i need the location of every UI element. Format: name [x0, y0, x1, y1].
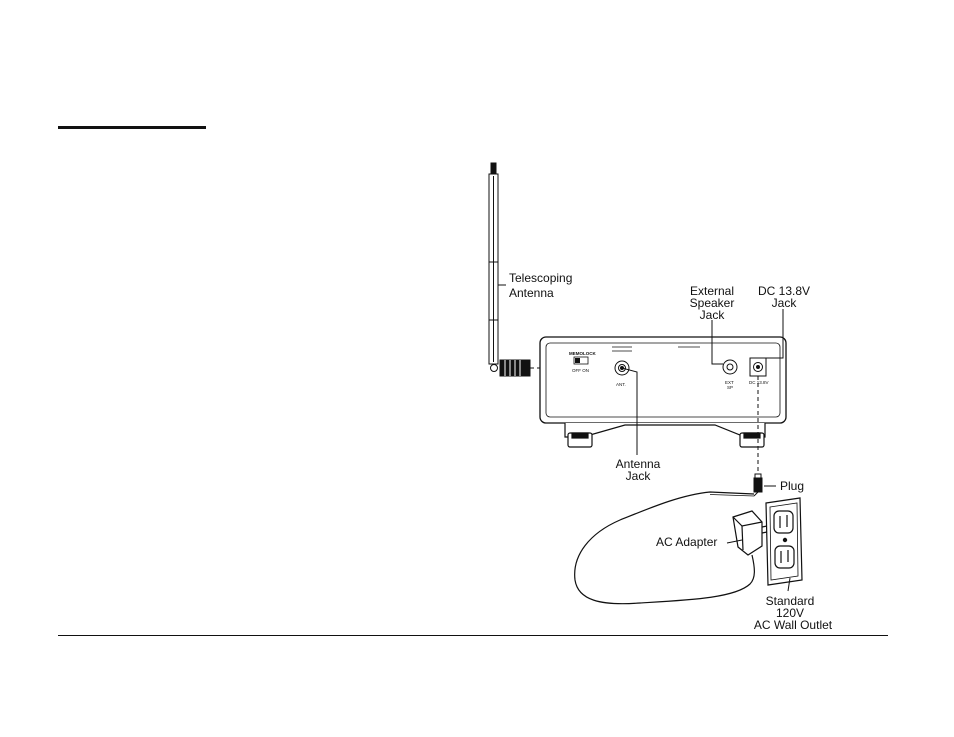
dc-plug	[754, 474, 762, 496]
antenna-label: Telescoping Antenna	[509, 271, 572, 300]
dc-jack-label: DC 13.8V Jack	[758, 284, 810, 310]
dc-marking: DC 13.8V	[749, 380, 769, 385]
antenna-jack-line2: Jack	[626, 469, 652, 483]
dc-jack-line2: Jack	[772, 296, 798, 310]
external-speaker-jack	[723, 360, 737, 374]
ext-speaker-line3: Jack	[700, 308, 726, 322]
plug-label: Plug	[780, 479, 804, 493]
telescoping-antenna	[489, 163, 530, 376]
antenna-jack-label: Antenna Jack	[616, 457, 661, 483]
wall-outlet	[766, 498, 802, 585]
sp-marking: SP	[727, 385, 733, 390]
dc-jack	[750, 358, 766, 376]
ac-adapter-label: AC Adapter	[656, 535, 717, 549]
scanner-stand	[565, 423, 765, 447]
off-on-label: OFF ON	[572, 368, 589, 373]
ant-marking: ANT.	[616, 382, 626, 387]
antenna-label-line1: Telescoping	[509, 271, 572, 285]
outlet-label: Standard 120V AC Wall Outlet	[754, 594, 833, 632]
memolock-label: MEMOLOCK	[569, 351, 596, 356]
external-speaker-label: External Speaker Jack	[690, 284, 735, 322]
outlet-line3: AC Wall Outlet	[754, 618, 833, 632]
antenna-label-line2: Antenna	[509, 286, 554, 300]
page-footer-rule	[58, 635, 888, 636]
